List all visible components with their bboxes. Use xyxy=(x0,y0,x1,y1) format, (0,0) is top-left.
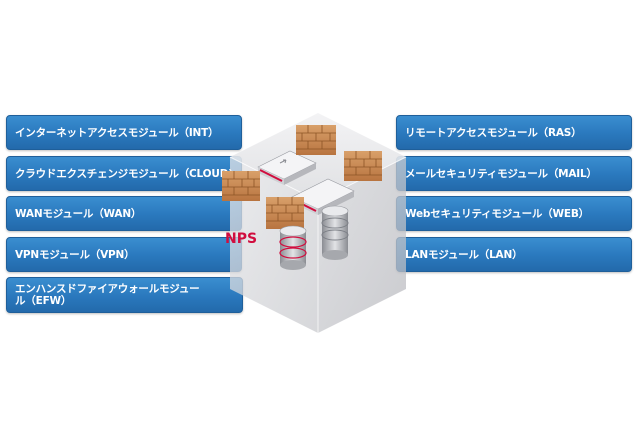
firewall-icon xyxy=(222,171,260,201)
database-icon xyxy=(321,205,349,260)
nps-label: NPS xyxy=(225,231,258,247)
database-icon xyxy=(279,225,307,270)
server-icon xyxy=(257,150,317,185)
module-web: Webセキュリティモジュール（WEB） xyxy=(396,196,632,231)
module-int: インターネットアクセスモジュール（INT） xyxy=(6,115,242,150)
module-wan: WANモジュール（WAN） xyxy=(6,196,242,231)
module-vpn: VPNモジュール（VPN） xyxy=(6,237,242,272)
firewall-icon xyxy=(344,151,382,181)
module-lan: LANモジュール（LAN） xyxy=(396,237,632,272)
module-cloud: クラウドエクスチェンジモジュール（CLOUD) xyxy=(6,156,242,191)
module-ras: リモートアクセスモジュール（RAS） xyxy=(396,115,632,150)
module-mail: メールセキュリティモジュール（MAIL） xyxy=(396,156,632,191)
firewall-icon xyxy=(266,197,304,229)
firewall-icon xyxy=(296,125,336,155)
module-efw: エンハンスドファイアウォールモジュール（EFW） xyxy=(6,277,243,313)
nps-cube-illustration xyxy=(222,113,407,333)
